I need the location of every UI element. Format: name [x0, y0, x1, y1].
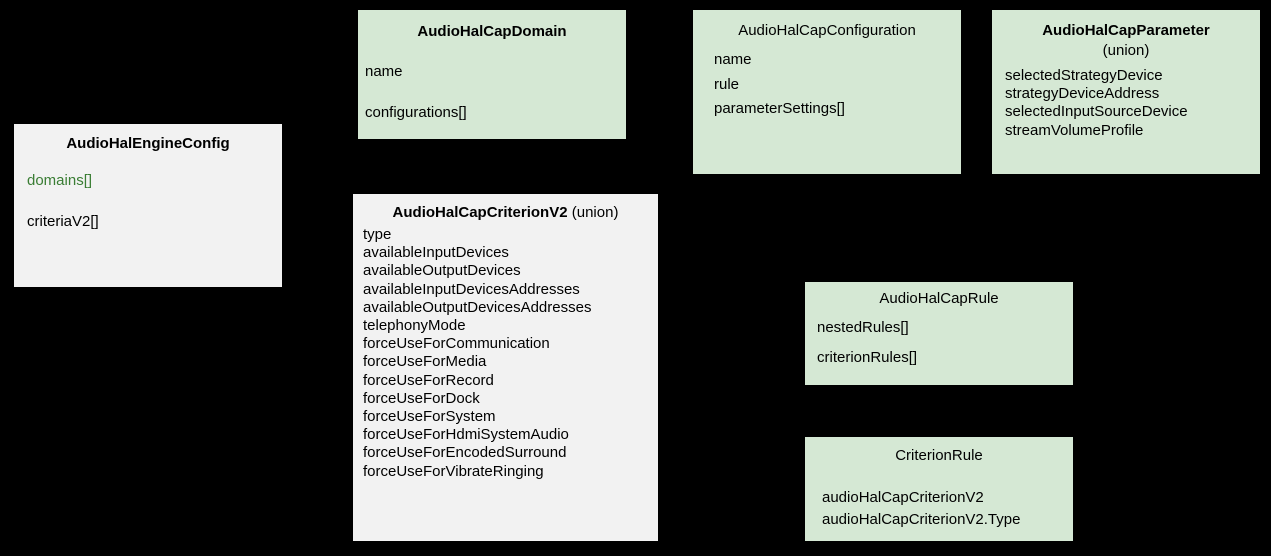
class-title-suffix-audiohalcapcriterionv2: (union)	[567, 204, 619, 221]
class-box-audiohalcapconfiguration[interactable]: AudioHalCapConfiguration name rule param…	[692, 9, 962, 175]
class-subtitle-audiohalcapparameter: (union)	[1102, 42, 1150, 59]
field-type: type	[363, 226, 392, 243]
field-strategydeviceaddress: strategyDeviceAddress	[1005, 85, 1160, 103]
class-title-audiohalcapdomain: AudioHalCapDomain	[417, 23, 567, 40]
class-title-audiohalcapparameter: AudioHalCapParameter	[1042, 22, 1210, 39]
field-availableoutputdevices: availableOutputDevices	[363, 262, 521, 280]
field-forceuseforhdmisystemaudio: forceUseForHdmiSystemAudio	[363, 426, 569, 444]
field-list-criterionrule: audioHalCapCriterionV2 audioHalCapCriter…	[822, 487, 1020, 531]
field-forceuseforcommunication: forceUseForCommunication	[363, 335, 550, 353]
field-forceuseforrecord: forceUseForRecord	[363, 371, 494, 389]
field-selectedinputsourcedevice: selectedInputSourceDevice	[1005, 103, 1188, 121]
field-streamvolumeprofile: streamVolumeProfile	[1005, 121, 1144, 139]
class-title-audiohalcapcriterionv2: AudioHalCapCriterionV2	[392, 204, 568, 221]
class-box-criterionrule[interactable]: CriterionRule audioHalCapCriterionV2 aud…	[804, 436, 1074, 542]
field-telephonymode: telephonyMode	[363, 317, 466, 335]
field-audiohalcapcriterionv2-type: audioHalCapCriterionV2.Type	[822, 511, 1021, 528]
field-forceusefordock: forceUseForDock	[363, 389, 480, 407]
field-rule: rule	[714, 76, 740, 93]
field-forceuseforvibrateringing: forceUseForVibrateRinging	[363, 462, 544, 480]
field-availableoutputdevicesaddresses: availableOutputDevicesAddresses	[363, 298, 592, 316]
field-forceuseforencodedsurround: forceUseForEncodedSurround	[363, 444, 567, 462]
field-forceuseforsystem: forceUseForSystem	[363, 408, 496, 426]
field-name-configuration: name	[714, 51, 752, 68]
field-name-domain: name	[365, 63, 403, 80]
field-domains: domains[]	[27, 172, 93, 189]
field-selectedstrategydevice: selectedStrategyDevice	[1005, 67, 1163, 84]
field-criteriav2: criteriaV2[]	[27, 213, 99, 230]
class-box-audiohalengineconfig[interactable]: AudioHalEngineConfig domains[] criteriaV…	[13, 123, 283, 288]
class-title-audiohalcapconfiguration: AudioHalCapConfiguration	[738, 22, 916, 39]
class-title-audiohalcaprule: AudioHalCapRule	[879, 290, 999, 307]
class-box-audiohalcaprule[interactable]: AudioHalCapRule nestedRules[] criterionR…	[804, 281, 1074, 386]
field-nestedrules: nestedRules[]	[817, 319, 909, 336]
class-box-audiohalcapcriterionv2[interactable]: AudioHalCapCriterionV2 (union) type avai…	[352, 193, 659, 542]
field-availableinputdevicesaddresses: availableInputDevicesAddresses	[363, 280, 580, 298]
class-box-audiohalcapdomain[interactable]: AudioHalCapDomain name configurations[]	[357, 9, 627, 140]
field-list-audiohalcapparameter: selectedStrategyDevice strategyDeviceAdd…	[1005, 67, 1188, 140]
field-parametersettings: parameterSettings[]	[714, 100, 845, 117]
field-configurations: configurations[]	[365, 104, 467, 121]
class-title-criterionrule: CriterionRule	[895, 447, 983, 464]
class-box-audiohalcapparameter[interactable]: AudioHalCapParameter (union) selectedStr…	[991, 9, 1261, 175]
field-forceuseformedia: forceUseForMedia	[363, 353, 487, 371]
field-list-audiohalcapcriterionv2: type availableInputDevices availableOutp…	[363, 226, 591, 481]
field-availableinputdevices: availableInputDevices	[363, 244, 509, 262]
field-criterionrules: criterionRules[]	[817, 349, 918, 366]
field-audiohalcapcriterionv2: audioHalCapCriterionV2	[822, 489, 984, 506]
class-title-row-audiohalcapcriterionv2: AudioHalCapCriterionV2 (union)	[353, 204, 658, 221]
class-title-audiohalengineconfig: AudioHalEngineConfig	[66, 135, 230, 152]
